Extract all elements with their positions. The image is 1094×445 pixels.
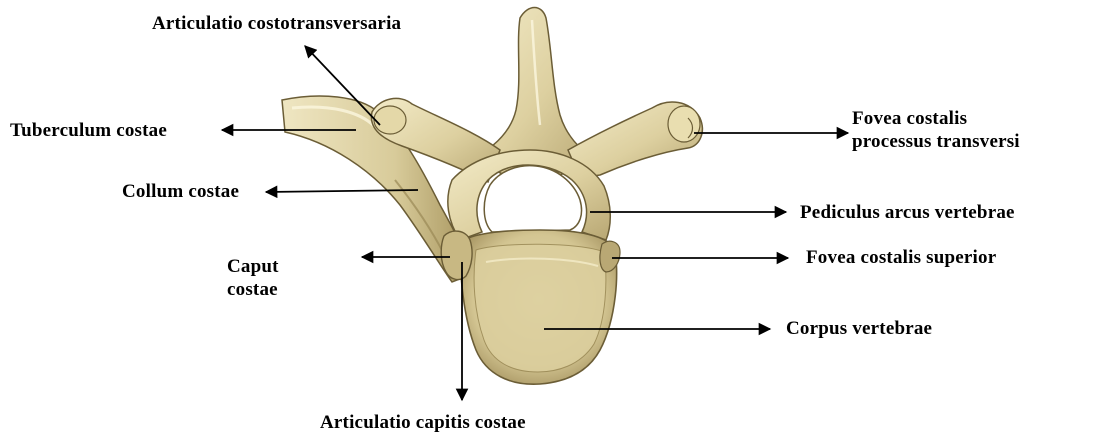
label-fovea-costalis-processus-transversi: Fovea costalis processus transversi [852, 107, 1020, 153]
label-pediculus-arcus-vertebrae: Pediculus arcus vertebrae [800, 202, 1015, 224]
label-fovea-costalis-superior: Fovea costalis superior [806, 247, 996, 269]
label-collum-costae: Collum costae [122, 181, 239, 203]
label-tuberculum-costae: Tuberculum costae [10, 120, 167, 142]
label-caput-costae: Caput costae [227, 255, 279, 301]
label-caput-costae-line1: Caput [227, 255, 279, 278]
transverse-process-right-shape [568, 102, 702, 178]
vertebral-body-shape [461, 230, 617, 384]
rib-head-shape [441, 231, 472, 279]
label-fovea-pt-line1: Fovea costalis [852, 107, 1020, 130]
label-articulatio-costotransversaria: Articulatio costotransversaria [152, 13, 401, 35]
label-articulatio-capitis-costae: Articulatio capitis costae [320, 412, 526, 434]
label-caput-costae-line2: costae [227, 278, 279, 301]
label-corpus-vertebrae: Corpus vertebrae [786, 318, 932, 340]
label-fovea-pt-line2: processus transversi [852, 130, 1020, 153]
